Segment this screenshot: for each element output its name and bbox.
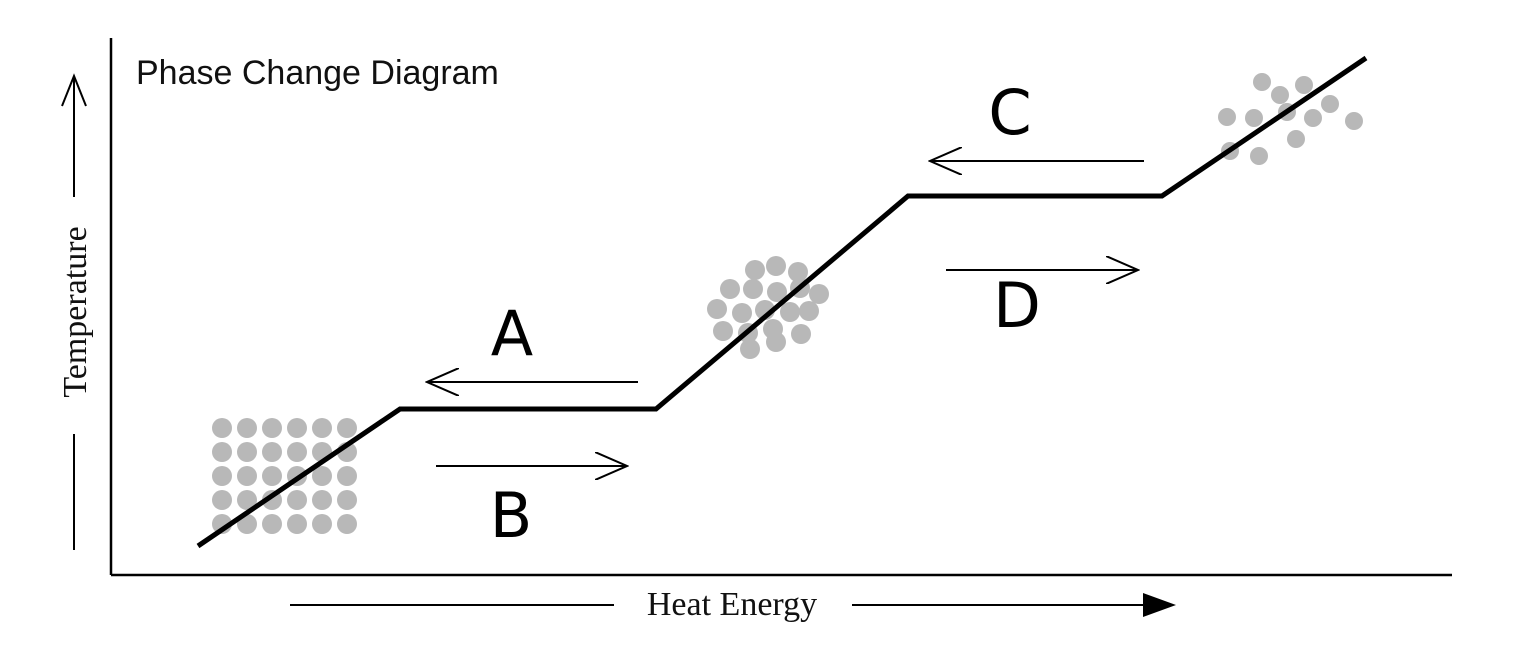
marker-c: C	[988, 76, 1031, 149]
particle	[780, 302, 800, 322]
particle	[237, 442, 257, 462]
particle	[212, 490, 232, 510]
particle	[212, 466, 232, 486]
particle	[740, 339, 760, 359]
particle	[766, 256, 786, 276]
particle	[1287, 130, 1305, 148]
particle	[212, 418, 232, 438]
solid-particles-icon	[212, 418, 357, 534]
particle	[1295, 76, 1313, 94]
particle	[287, 418, 307, 438]
particle	[720, 279, 740, 299]
particle	[337, 490, 357, 510]
particle	[312, 514, 332, 534]
particle	[287, 442, 307, 462]
y-axis-label-group: Temperature	[57, 73, 94, 550]
particle	[799, 301, 819, 321]
particle	[809, 284, 829, 304]
particle	[262, 466, 282, 486]
x-axis-label-group: Heat Energy	[290, 586, 1176, 623]
particle	[337, 514, 357, 534]
particle	[1250, 147, 1268, 165]
y-axis-label: Temperature	[57, 226, 94, 397]
particle	[743, 279, 763, 299]
particle	[767, 282, 787, 302]
particle	[745, 260, 765, 280]
diagram-title: Phase Change Diagram	[136, 54, 499, 92]
particle	[1245, 109, 1263, 127]
gas-particles-icon	[1218, 73, 1363, 165]
particle	[788, 262, 808, 282]
particle	[1271, 86, 1289, 104]
particle	[212, 442, 232, 462]
particle	[337, 418, 357, 438]
heating-curve	[196, 55, 1368, 549]
particle	[262, 514, 282, 534]
liquid-particles-icon	[707, 256, 829, 359]
y-axis-arrow-head-icon	[61, 73, 87, 107]
x-axis-label: Heat Energy	[647, 586, 817, 623]
particle	[237, 418, 257, 438]
particle	[237, 466, 257, 486]
particle	[791, 324, 811, 344]
particle	[766, 332, 786, 352]
particle	[1253, 73, 1271, 91]
particle	[1218, 108, 1236, 126]
x-axis-arrow-head-icon	[1143, 593, 1176, 617]
marker-d: D	[993, 269, 1041, 342]
particle	[237, 490, 257, 510]
particle	[312, 418, 332, 438]
particle	[713, 321, 733, 341]
particle	[1304, 109, 1322, 127]
particle	[732, 303, 752, 323]
marker-a: A	[491, 297, 533, 370]
particle	[707, 299, 727, 319]
particle	[287, 490, 307, 510]
particle	[287, 514, 307, 534]
particle	[262, 418, 282, 438]
particle	[1345, 112, 1363, 130]
particle	[312, 490, 332, 510]
particle	[337, 466, 357, 486]
particle	[312, 466, 332, 486]
particle	[1321, 95, 1339, 113]
particle	[262, 442, 282, 462]
marker-b: B	[490, 479, 533, 552]
